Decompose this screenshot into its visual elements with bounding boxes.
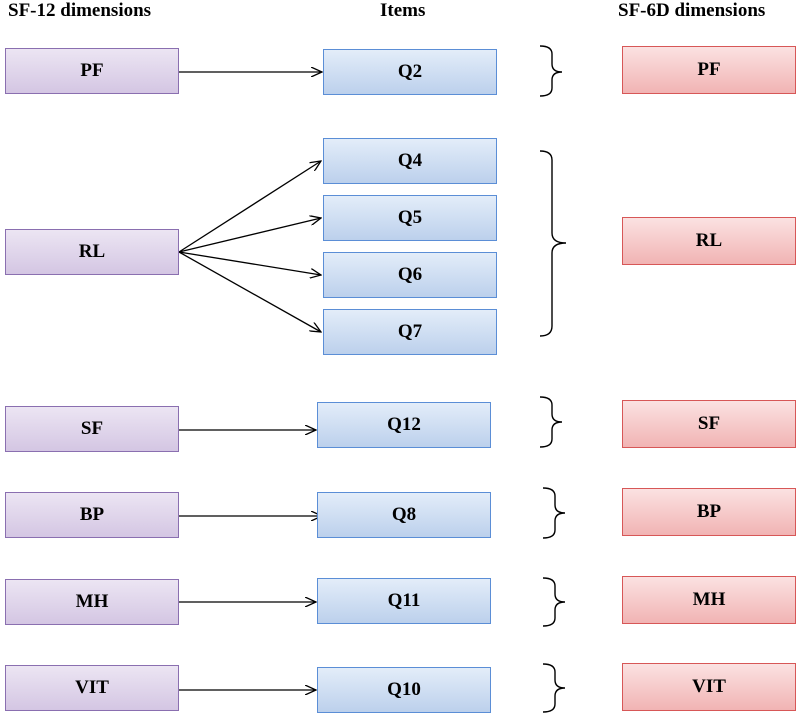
brace-pf [539,45,563,97]
item-box-q8: Q8 [317,492,491,538]
item-box-q11: Q11 [317,578,491,624]
sf12-box-rl: RL [5,229,179,275]
item-box-q6: Q6 [323,252,497,298]
sf6d-box-rl: RL [622,217,796,265]
brace-mh [542,577,566,627]
sf12-dimensions-header: SF-12 dimensions [8,0,152,21]
item-box-q12: Q12 [317,402,491,448]
sf6d-box-sf: SF [622,400,796,448]
arrow-rl-q5 [178,218,321,253]
sf12-box-mh: MH [5,579,179,625]
sf12-box-sf: SF [5,406,179,452]
sf6d-box-bp: BP [622,488,796,536]
arrow-rl-q6 [178,251,321,275]
brace-vit [542,663,566,713]
item-box-q7: Q7 [323,309,497,355]
sf6d-dimensions-header: SF-6D dimensions [618,0,766,21]
sf12-box-pf: PF [5,48,179,94]
sf6d-box-pf: PF [622,46,796,94]
item-box-q5: Q5 [323,195,497,241]
arrow-rl-q7 [178,251,321,332]
brace-bp [542,487,566,539]
sf12-box-vit: VIT [5,665,179,711]
brace-rl [539,150,567,337]
sf12-box-bp: BP [5,492,179,538]
sf6d-box-vit: VIT [622,663,796,711]
sf6d-box-mh: MH [622,576,796,624]
arrow-rl-q4 [178,161,321,253]
item-box-q2: Q2 [323,49,497,95]
items-header: Items [380,0,426,21]
brace-sf [539,396,563,448]
item-box-q10: Q10 [317,667,491,713]
item-box-q4: Q4 [323,138,497,184]
